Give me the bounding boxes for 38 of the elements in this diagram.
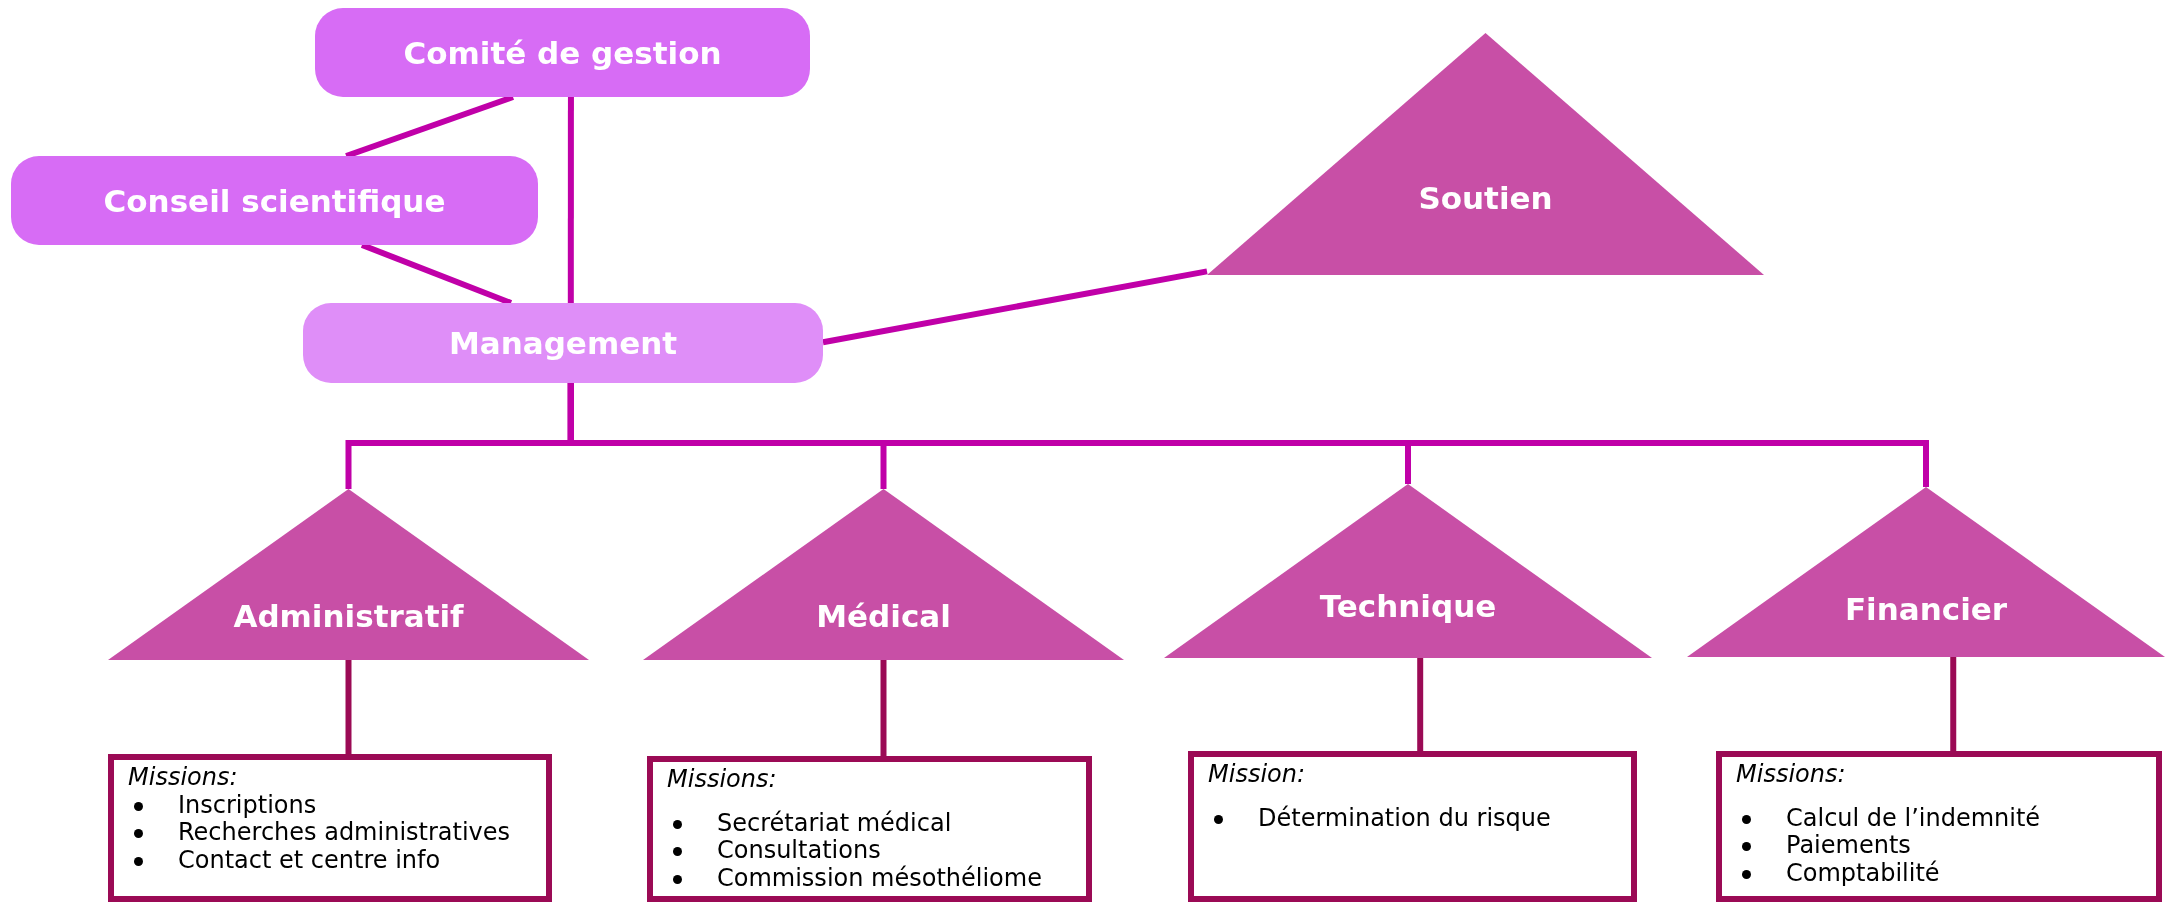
mission-box [1716,751,2162,902]
connector-line [880,660,887,759]
bullet-text: Commission mésothéliome [717,863,1042,892]
connector-line [345,94,514,159]
box-title: Management [448,325,678,361]
bullet-text: Contact et centre info [178,845,441,874]
connector-line [345,660,352,757]
connector-line [360,242,513,306]
bullet-text: Recherches administratives [178,818,511,847]
rounded-box [303,303,823,383]
connector-line [822,268,1208,346]
connector-line [1417,658,1424,754]
connector-line [567,97,574,303]
mission-box [1188,751,1637,902]
box-title: Conseil scientifique [103,182,446,219]
triangle-title: Financier [1844,591,2008,628]
triangle-title: Administratif [233,597,464,634]
missions-heading: Missions: [1736,761,1847,789]
mission-box [647,756,1092,902]
triangle-title: Soutien [1418,179,1553,216]
bullet-text: Inscriptions [178,790,317,819]
bullet-text: Consultations [717,836,881,865]
connector-line [567,383,1929,487]
box-title: Comité de gestion [403,34,722,71]
missions-heading: Mission: [1208,761,1307,789]
bullet-text: Paiements [1786,831,1911,860]
rounded-box [11,156,538,245]
missions-heading: Missions: [667,766,778,794]
triangle-title: Médical [816,597,951,634]
missions-heading: Missions: [128,764,239,792]
bullet-text: Détermination du risque [1258,803,1551,832]
connector-line [1950,657,1957,754]
bullet-text: Secrétariat médical [717,808,952,837]
mission-box [108,754,552,902]
bullet-text: Comptabilité [1786,858,1940,887]
bullet-text: Calcul de l’indemnité [1786,803,2041,832]
triangle-title: Technique [1319,587,1497,624]
rounded-box [315,8,810,97]
